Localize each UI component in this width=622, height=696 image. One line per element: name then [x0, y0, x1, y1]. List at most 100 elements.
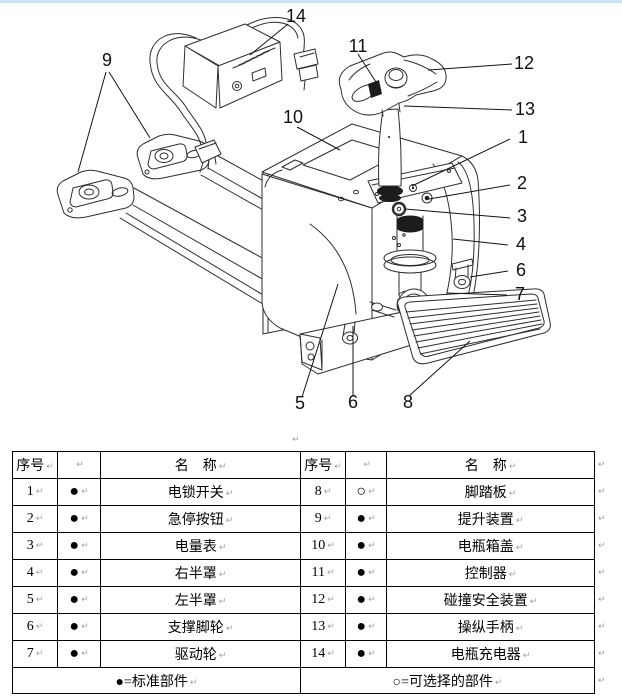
table-row: 1↵ ●↵ 电锁开关↵ — [12, 478, 301, 506]
paragraph-mark: ↵ — [598, 567, 606, 578]
name-cell: 右半罩↵ — [100, 559, 301, 587]
name-cell: 电量表↵ — [100, 532, 301, 560]
header-seq: 序号↵ — [12, 451, 58, 479]
callout-2-label: 2 — [517, 173, 527, 193]
seq-cell: 11↵ — [300, 559, 346, 587]
name-cell: 脚踏板↵ — [386, 478, 595, 506]
parts-table: 序号↵ ↵ 名 称↵ 1↵ ●↵ 电锁开关↵ 2↵ ●↵ 急停按钮↵ 3↵ ●↵… — [12, 451, 595, 694]
name-cell: 电瓶充电器↵ — [386, 640, 595, 668]
paragraph-mark: ↵ — [598, 486, 606, 497]
name-cell: 急停按钮↵ — [100, 505, 301, 533]
paragraph-mark: ↵ — [598, 649, 606, 660]
name-cell: 电瓶箱盖↵ — [386, 532, 595, 560]
callout-10-label: 10 — [283, 107, 303, 127]
header-type: ↵ — [57, 451, 101, 479]
callout-3-label: 3 — [517, 206, 527, 226]
table-row: 11↵ ●↵ 控制器↵ — [300, 559, 595, 587]
type-cell: ●↵ — [57, 478, 101, 506]
paragraph-mark: ↵ — [598, 622, 606, 633]
paragraph-mark: ↵ — [598, 513, 606, 524]
type-cell: ●↵ — [345, 613, 387, 641]
leader-lines — [77, 23, 513, 398]
seq-cell: 1↵ — [12, 478, 58, 506]
name-cell: 操纵手柄↵ — [386, 613, 595, 641]
type-cell: ●↵ — [57, 613, 101, 641]
callout-7-label: 7 — [515, 284, 525, 304]
callout-13-label: 13 — [515, 99, 535, 119]
paragraph-mark: ↵ — [598, 540, 606, 551]
optional-parts-legend: ○=可选择的部件↵ — [300, 667, 595, 694]
standard-parts-legend: ●=标准部件↵ — [12, 667, 301, 694]
table-row: 9↵ ●↵ 提升装置↵ — [300, 505, 595, 533]
type-cell: ●↵ — [57, 586, 101, 614]
pallet-truck-parts-diagram: 9 14 11 10 12 13 1 2 3 4 6 7 5 6 8 — [56, 6, 551, 413]
table-row: 4↵ ●↵ 右半罩↵ — [12, 559, 301, 587]
type-cell: ●↵ — [57, 640, 101, 668]
seq-cell: 10↵ — [300, 532, 346, 560]
type-cell: ●↵ — [57, 532, 101, 560]
table-header-row: 序号↵ ↵ 名 称↵ — [300, 451, 595, 479]
seq-cell: 3↵ — [12, 532, 58, 560]
table-row: 6↵ ●↵ 支撑脚轮↵ — [12, 613, 301, 641]
seq-cell: 9↵ — [300, 505, 346, 533]
parts-table-right: 序号↵ ↵ 名 称↵ 8↵ ○↵ 脚踏板↵ 9↵ ●↵ 提升装置↵ 10↵ ●↵… — [300, 451, 595, 694]
table-row: 10↵ ●↵ 电瓶箱盖↵ — [300, 532, 595, 560]
callout-14-label: 14 — [286, 6, 306, 26]
type-cell: ●↵ — [345, 505, 387, 533]
callout-4-label: 4 — [516, 234, 526, 254]
callout-6-bottom-label: 6 — [348, 392, 358, 412]
parts-table-left: 序号↵ ↵ 名 称↵ 1↵ ●↵ 电锁开关↵ 2↵ ●↵ 急停按钮↵ 3↵ ●↵… — [12, 451, 301, 694]
seq-cell: 8↵ — [300, 478, 346, 506]
foot-pedal-drawing — [369, 288, 551, 365]
type-cell: ●↵ — [57, 505, 101, 533]
battery-charger-drawing — [149, 17, 319, 173]
table-row: 14↵ ●↵ 电瓶充电器↵ — [300, 640, 595, 668]
seq-cell: 14↵ — [300, 640, 346, 668]
paragraph-mark: ↵ — [292, 435, 300, 445]
table-row: 7↵ ●↵ 驱动轮↵ — [12, 640, 301, 668]
table-row: 5↵ ●↵ 左半罩↵ — [12, 586, 301, 614]
table-header-row: 序号↵ ↵ 名 称↵ — [12, 451, 301, 479]
callout-5-label: 5 — [295, 393, 305, 413]
type-cell: ●↵ — [345, 586, 387, 614]
header-seq: 序号↵ — [300, 451, 346, 479]
row-paragraph-marks: ↵ ↵ ↵ ↵ ↵ ↵ ↵ ↵ ↵ — [598, 451, 612, 695]
legend-row: ●=标准部件↵ — [12, 667, 301, 694]
name-cell: 碰撞安全装置↵ — [386, 586, 595, 614]
callout-1-label: 1 — [518, 127, 528, 147]
name-cell: 电锁开关↵ — [100, 478, 301, 506]
name-cell: 提升装置↵ — [386, 505, 595, 533]
type-cell: ○↵ — [345, 478, 387, 506]
seq-cell: 5↵ — [12, 586, 58, 614]
table-row: 8↵ ○↵ 脚踏板↵ — [300, 478, 595, 506]
seq-cell: 4↵ — [12, 559, 58, 587]
name-cell: 驱动轮↵ — [100, 640, 301, 668]
seq-cell: 7↵ — [12, 640, 58, 668]
paragraph-mark: ↵ — [598, 595, 606, 606]
table-row: 13↵ ●↵ 操纵手柄↵ — [300, 613, 595, 641]
table-row: 2↵ ●↵ 急停按钮↵ — [12, 505, 301, 533]
callout-6-right-label: 6 — [516, 260, 526, 280]
window-top-edge — [0, 0, 622, 3]
callout-8-label: 8 — [403, 392, 413, 412]
name-cell: 左半罩↵ — [100, 586, 301, 614]
header-type: ↵ — [345, 451, 387, 479]
type-cell: ●↵ — [345, 640, 387, 668]
forks-drawing — [56, 133, 311, 325]
callout-9-label: 9 — [102, 50, 112, 70]
name-cell: 控制器↵ — [386, 559, 595, 587]
seq-cell: 13↵ — [300, 613, 346, 641]
table-row: 3↵ ●↵ 电量表↵ — [12, 532, 301, 560]
callout-12-label: 12 — [514, 53, 534, 73]
type-cell: ●↵ — [345, 559, 387, 587]
table-row: 12↵ ●↵ 碰撞安全装置↵ — [300, 586, 595, 614]
callout-11-label: 11 — [349, 36, 368, 56]
tiller-handle-drawing — [338, 51, 447, 202]
type-cell: ●↵ — [57, 559, 101, 587]
legend-row: ○=可选择的部件↵ — [300, 667, 595, 694]
name-cell: 支撑脚轮↵ — [100, 613, 301, 641]
callout-labels: 9 14 11 10 12 13 1 2 3 4 6 7 5 6 8 — [102, 6, 535, 413]
header-name: 名 称↵ — [100, 451, 301, 479]
header-name: 名 称↵ — [386, 451, 595, 479]
